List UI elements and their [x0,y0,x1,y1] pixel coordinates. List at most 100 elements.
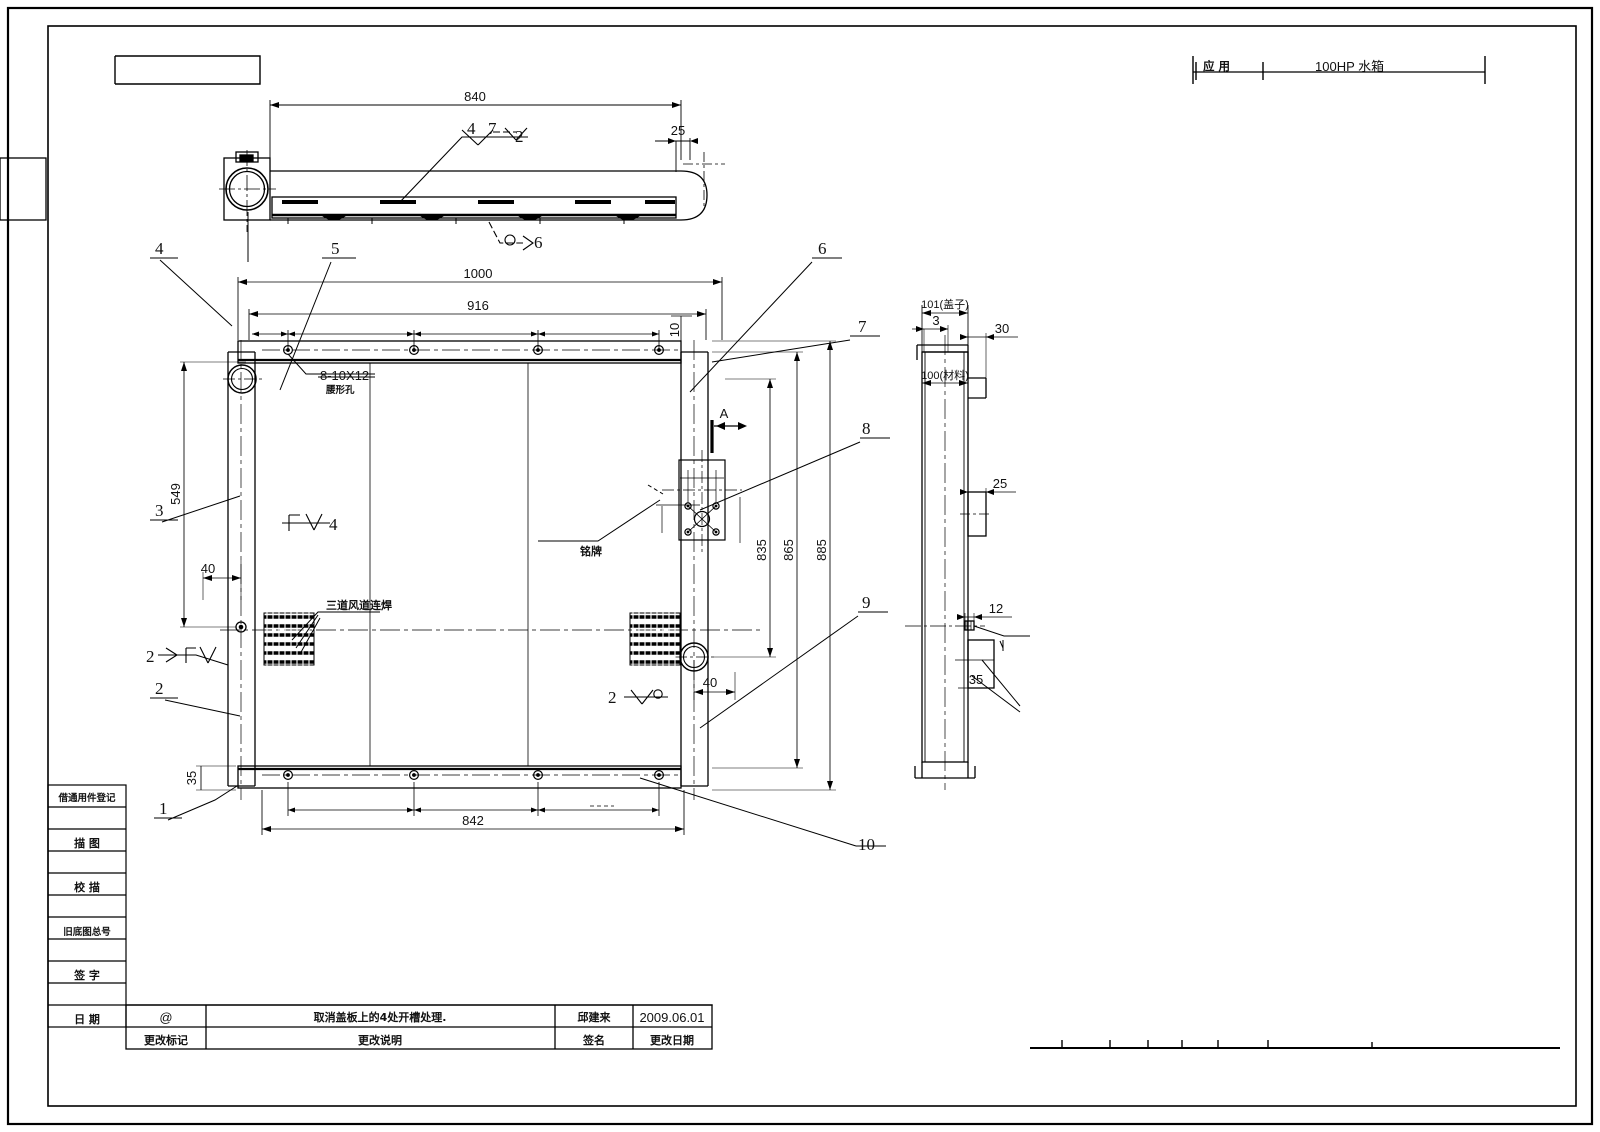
left-margin-labels: 借通用件登记 描 图 校 描 旧底图总号 签 字 日 期 [57,792,116,1026]
left-margin-row-4: 校 描 [74,880,100,894]
front-note-plate-label: 铭牌 [580,544,602,558]
topview-dim-25-label: 25 [671,123,685,138]
front-bottom-pitch-chain [287,782,660,816]
front-duct-hatch-right [629,610,681,670]
front-weld-right-2-label: 2 [608,688,617,707]
header-application-label: 应 用 [1203,59,1230,73]
front-dim-10-label: 10 [667,323,682,337]
left-margin-row-10: 日 期 [74,1012,100,1026]
front-dim-835-label: 835 [754,539,769,561]
front-view [220,340,760,800]
front-dim-35 [196,765,236,791]
topview-dim-840-label: 840 [464,89,486,104]
side-dim-3-label: 3 [932,313,939,328]
revision-header-signature: 签名 [582,1033,605,1047]
balloon-2: 2 [155,679,164,698]
front-dim-865-label: 865 [781,539,796,561]
front-dim-40-left [202,560,242,600]
front-bottom-rail-holes [262,769,680,780]
front-dim-35-label: 35 [184,771,199,785]
front-section-label-a: A [720,406,729,421]
bottom-right-band [1030,1040,1560,1049]
front-note-holes-sub-label: 腰形孔 [325,384,355,396]
side-dim-25 [960,488,1016,498]
revision-signature-value: 邱建来 [578,1010,612,1024]
front-detail-a-bracket [656,450,742,552]
topview-weld-6-label: 6 [534,233,543,252]
front-dim-835 [714,378,776,658]
side-dim-100 [922,380,968,386]
front-dim-916 [248,309,707,340]
top-view [0,150,725,232]
side-dim-3 [912,325,949,352]
front-dim-40-right-label: 40 [703,675,717,690]
side-dim-100-label: 100(材料) [921,368,969,382]
header-band [114,55,1486,85]
balloon-7: 7 [858,317,867,336]
front-weld-left-4-label: 4 [329,515,338,534]
revision-date-value: 2009.06.01 [639,1010,704,1025]
side-dim-12 [957,613,1012,622]
front-dim-885 [712,340,836,791]
topview-dim-25 [655,138,698,172]
side-dim-25-label: 25 [993,476,1007,491]
topview-weld-symbol [398,127,528,204]
side-dim-30-label: 30 [995,321,1009,336]
front-dim-885-label: 885 [814,539,829,561]
balloon-4: 4 [155,239,164,258]
revision-header-date: 更改日期 [650,1033,694,1047]
side-view-leaders [971,625,1030,713]
left-margin-table [47,784,127,1028]
balloon-6: 6 [818,239,827,258]
front-duct-hatch-left [263,610,315,670]
front-note-holes-label: 8-10X12 [320,368,369,383]
balloon-1: 1 [159,799,168,818]
front-dim-549-label: 549 [168,483,183,505]
topview-weld-7-label: 7 [488,119,497,138]
front-dim-549 [180,361,246,628]
front-dim-916-label: 916 [467,298,489,313]
left-margin-row-2: 描 图 [74,836,100,850]
left-margin-row-0: 借通用件登记 [57,792,116,804]
front-note-plate-leader [538,484,664,542]
topview-weld-4-label: 4 [467,119,476,138]
front-note-holes-leader [287,353,375,378]
balloon-5: 5 [331,239,340,258]
front-weld-left-2 [158,646,229,666]
balloon-leaders [150,212,890,847]
side-view [905,335,995,790]
revision-table [125,1004,713,1050]
topview-weld-6-symbol [488,221,534,251]
front-dim-865 [712,351,803,769]
front-dim-40-left-label: 40 [201,561,215,576]
topview-dim-840 [269,100,682,172]
front-note-duct-label: 三道风道连焊 [326,598,392,612]
front-hole-pitch-chain [252,330,660,352]
revision-header-row: 更改标记 更改说明 签名 更改日期 [144,1033,694,1047]
front-dim-10 [671,315,692,352]
revision-header-mark: 更改标记 [144,1033,188,1047]
balloon-8: 8 [862,419,871,438]
sheet-border [6,6,1594,1126]
front-section-arrow-a [710,420,747,453]
left-margin-row-6: 旧底图总号 [63,926,111,938]
revision-header-description: 更改说明 [358,1033,402,1047]
balloon-9: 9 [862,593,871,612]
balloon-3: 3 [155,501,164,520]
front-weld-left-2-label: 2 [146,647,155,666]
front-note-duct-leader [291,611,380,655]
left-margin-row-8: 签 字 [73,968,100,982]
side-dim-101-label: 101(盖子) [921,297,969,311]
front-weld-left-4 [282,513,330,531]
side-dim-12-label: 12 [989,601,1003,616]
front-dim-1000-label: 1000 [464,266,493,281]
balloon-10: 10 [858,835,875,854]
header-title-text: 100HP 水箱 [1315,59,1384,74]
front-dim-842 [261,790,685,835]
front-dim-40-right [693,660,736,700]
front-top-rail-holes [262,345,680,356]
front-weld-right-2 [624,689,668,705]
front-dim-842-label: 842 [462,813,484,828]
